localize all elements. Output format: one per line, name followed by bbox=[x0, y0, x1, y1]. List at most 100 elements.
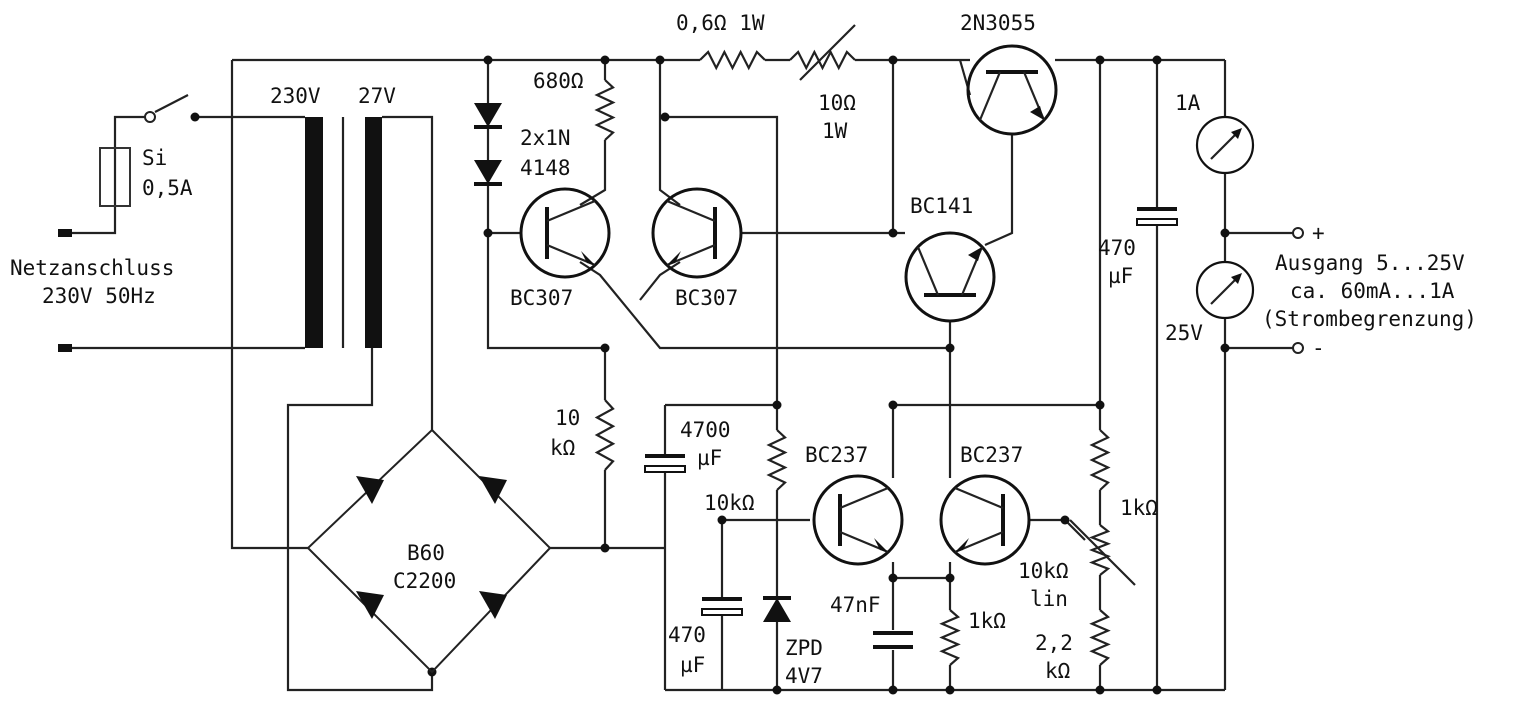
label-c47n: 47nF bbox=[830, 593, 881, 617]
terminal bbox=[1292, 342, 1304, 354]
mains-switch bbox=[154, 94, 189, 113]
junction-dot bbox=[1152, 55, 1162, 65]
label-pot-10-power: 1W bbox=[822, 119, 848, 143]
label-c470b: 470 bbox=[668, 623, 706, 647]
label-fuse-rating: 0,5A bbox=[142, 176, 193, 200]
zener-diode bbox=[763, 598, 791, 622]
label-bridge: B60 bbox=[407, 541, 445, 565]
wire bbox=[1030, 518, 1086, 541]
terminal bbox=[1292, 227, 1304, 239]
resistor-680 bbox=[594, 79, 616, 141]
label-secondary: 27V bbox=[358, 84, 396, 108]
wire bbox=[486, 60, 520, 235]
junction-dot bbox=[600, 343, 610, 353]
junction-dot bbox=[1152, 685, 1162, 695]
transistor-bc237-left-arrow bbox=[874, 538, 888, 552]
transformer-primary bbox=[305, 117, 323, 348]
junction-dot bbox=[1095, 685, 1105, 695]
transistor-2n3055-collector bbox=[978, 71, 1002, 121]
bridge-diode bbox=[479, 476, 507, 504]
label-r-1k-top: 1kΩ bbox=[1120, 496, 1158, 520]
label-c470b-unit: µF bbox=[680, 653, 705, 677]
mains-terminal bbox=[58, 229, 72, 237]
junction-dot bbox=[1060, 515, 1070, 525]
label-mains: Netzanschluss bbox=[10, 256, 174, 280]
junction-dot bbox=[945, 685, 955, 695]
terminal bbox=[144, 111, 156, 123]
junction-dot bbox=[888, 400, 898, 410]
transistor-2n3055-body bbox=[966, 44, 1058, 136]
transformer-secondary bbox=[365, 117, 382, 348]
junction-dot bbox=[600, 55, 610, 65]
label-r-10k-zener: 10kΩ bbox=[704, 491, 755, 515]
resistor-10k-zener bbox=[766, 429, 788, 491]
junction-dot bbox=[655, 55, 665, 65]
transistor-bc237-right-arrow bbox=[955, 538, 969, 552]
transistor-bc307-left-body bbox=[519, 187, 611, 279]
labels: 0,6Ω 1W 2N3055 680Ω 230V 27V Si 0,5A 2x1… bbox=[10, 11, 1477, 688]
capacitor-4700-plate bbox=[644, 465, 686, 473]
label-bc237-left: BC237 bbox=[805, 443, 868, 467]
junction-dot bbox=[1220, 343, 1230, 353]
transistor-bc141-collector bbox=[916, 246, 940, 296]
label-bridge-rating: C2200 bbox=[393, 569, 456, 593]
junction-dot bbox=[888, 685, 898, 695]
wires bbox=[65, 55, 1293, 695]
label-r-2k2-unit: kΩ bbox=[1045, 659, 1070, 683]
voltmeter-arrowhead bbox=[1231, 273, 1242, 284]
junction-dot bbox=[717, 515, 727, 525]
label-2n3055: 2N3055 bbox=[960, 11, 1036, 35]
label-r-10k: 10 bbox=[555, 406, 580, 430]
label-minus: - bbox=[1312, 336, 1325, 360]
junction-dot bbox=[772, 400, 782, 410]
label-r-1k-bottom: 1kΩ bbox=[968, 609, 1006, 633]
label-bc141: BC141 bbox=[910, 194, 973, 218]
transistor-bc307-right-arrow bbox=[667, 251, 681, 265]
label-output: Ausgang 5...25V bbox=[1275, 251, 1465, 275]
junction-dot bbox=[888, 573, 898, 583]
potentiometer-10k bbox=[1088, 524, 1112, 576]
label-pot: 10kΩ bbox=[1018, 559, 1069, 583]
wire bbox=[286, 348, 434, 692]
components bbox=[58, 24, 1304, 674]
transistor-bc141-arrow bbox=[968, 247, 982, 261]
wire bbox=[382, 115, 434, 430]
wire bbox=[665, 115, 779, 430]
label-bc307-right: BC307 bbox=[675, 286, 738, 310]
label-voltmeter: 25V bbox=[1165, 321, 1203, 345]
junction-dot bbox=[888, 228, 898, 238]
resistor-1k-emitter bbox=[939, 609, 961, 666]
ammeter-arrowhead bbox=[1231, 128, 1242, 139]
resistor-10k bbox=[594, 399, 616, 471]
bridge-diode bbox=[356, 591, 384, 619]
bridge-diode bbox=[356, 476, 384, 504]
junction-dot bbox=[772, 685, 782, 695]
label-current-limit: (Strombegrenzung) bbox=[1262, 307, 1477, 331]
resistor-2k2 bbox=[1089, 609, 1111, 666]
junction-dot bbox=[660, 112, 670, 122]
resistor-0-6 bbox=[699, 49, 766, 71]
label-c470: 470 bbox=[1098, 236, 1136, 260]
label-c470-unit: µF bbox=[1108, 264, 1133, 288]
transistor-bc307-left-collector bbox=[546, 199, 596, 223]
junction-dot bbox=[483, 55, 493, 65]
wire bbox=[65, 115, 150, 235]
wire bbox=[891, 562, 952, 580]
label-output-current: ca. 60mA...1A bbox=[1290, 279, 1455, 303]
diode-1n4148 bbox=[474, 103, 502, 127]
wire bbox=[984, 135, 1014, 247]
label-r-2k2: 2,2 bbox=[1035, 631, 1073, 655]
junction-dot bbox=[888, 55, 898, 65]
transistor-bc237-left-body bbox=[812, 474, 904, 566]
label-r-680: 680Ω bbox=[533, 69, 584, 93]
junction-dot bbox=[483, 228, 493, 238]
label-pot-type: lin bbox=[1030, 587, 1068, 611]
junction-dot bbox=[190, 112, 200, 122]
wire bbox=[579, 140, 607, 206]
label-c4700: 4700 bbox=[680, 418, 731, 442]
potentiometer-wiper bbox=[1069, 519, 1136, 586]
junction-dot bbox=[1095, 55, 1105, 65]
transistor-bc141-body bbox=[904, 231, 996, 323]
bridge-rectifier bbox=[306, 428, 552, 674]
